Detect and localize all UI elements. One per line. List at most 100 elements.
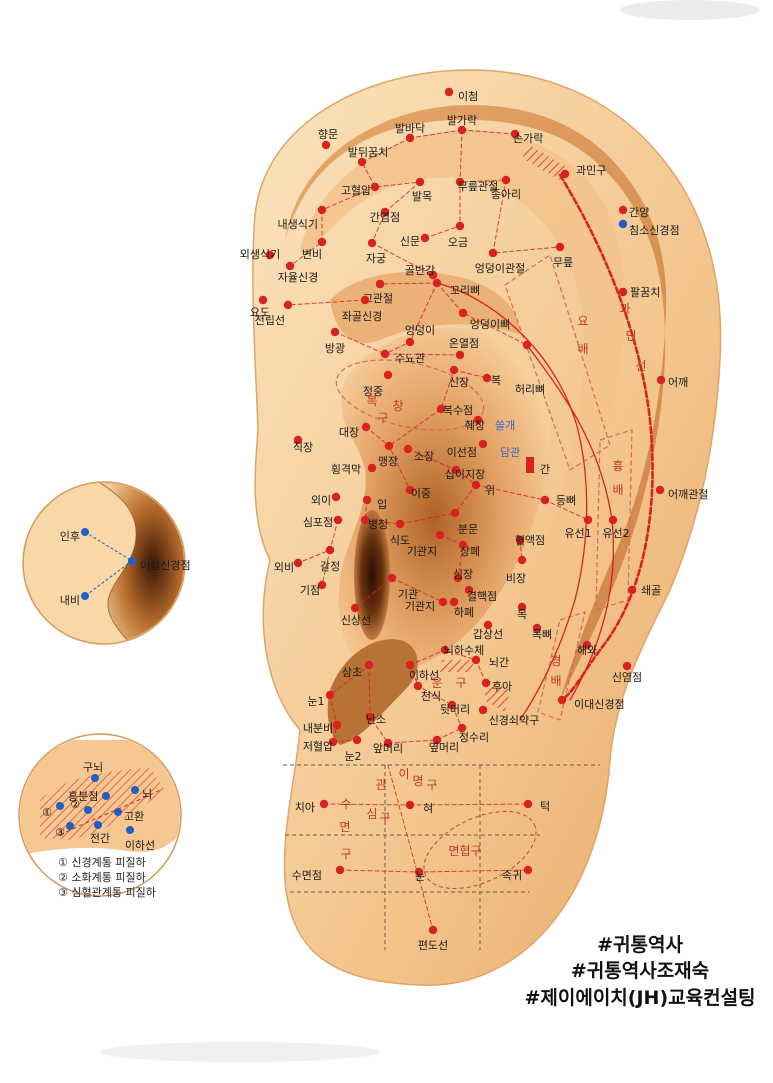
hypersensitive-zone-hatch: [522, 145, 568, 180]
acupoint-marker: [618, 219, 628, 229]
inset-circle-marker: ①: [42, 806, 52, 819]
acupoint-label: 손가락: [513, 132, 543, 145]
spine-line: [436, 282, 588, 721]
acupoint-marker: [317, 205, 327, 215]
meridian-line: [287, 299, 366, 306]
acupoint-label: 침소신경점: [629, 224, 680, 237]
zone-label: 경: [550, 654, 561, 668]
meridian-line: [364, 499, 456, 525]
acupoint-label: 신장: [449, 376, 469, 389]
acupoint-marker: [364, 660, 374, 670]
acupoint-label: 복: [491, 374, 501, 387]
acupoint-label: 치아: [295, 801, 315, 814]
acupoint-label: 쓸개: [495, 419, 515, 432]
acupoint-marker: [627, 585, 637, 595]
inset-point-label: 뇌: [142, 788, 152, 801]
inset-connector: [84, 531, 133, 597]
meridian-line: [329, 664, 370, 743]
zone-label: 면협구: [448, 844, 481, 858]
acupoint-label: 목: [517, 608, 527, 621]
shadow-bottom: [100, 1042, 380, 1062]
inset-point-marker: [131, 786, 139, 794]
hashtag: #귀통역사: [597, 934, 683, 956]
meridian-line: [387, 764, 434, 931]
acupoint-label: 정수리: [459, 731, 489, 744]
hashtag: #제이에이치(JH)교육컨설팅: [524, 987, 755, 1009]
acupoint-marker: [365, 712, 375, 722]
acupoint-marker: [501, 175, 511, 185]
acupoint-marker: [482, 373, 492, 383]
acupoint-label: 신경쇠약구: [489, 713, 540, 727]
meridian-line: [453, 369, 488, 379]
acupoint-marker: [332, 720, 342, 730]
acupoint-marker: [478, 705, 488, 715]
acupoint-marker: [517, 602, 527, 612]
acupoint-marker: [285, 261, 295, 271]
meridian-line: [323, 803, 411, 806]
acupoint-label: 천식: [421, 689, 441, 703]
acupoint-label: 발뒤꿈치: [348, 146, 388, 159]
acupoint-label: 저혈압: [303, 739, 333, 753]
acupoint-marker: [444, 87, 454, 97]
acupoint-marker: [473, 415, 483, 425]
acupoint-label: 비장: [506, 572, 526, 585]
acupoint-marker: [293, 558, 303, 568]
acupoint-marker: [317, 580, 327, 590]
inset-lobe-hatch: [40, 768, 165, 840]
acupoint-label: 고관절: [363, 292, 393, 305]
zone-label: 과: [619, 302, 630, 316]
acupoint-label: 쇄골: [641, 584, 661, 597]
acupoint-marker: [522, 340, 532, 350]
vertigo-zone-hatch: [440, 660, 475, 672]
acupoint-marker: [618, 205, 628, 215]
hashtags: #귀통역사#귀통역사조재숙#제이에이치(JH)교육컨설팅: [524, 934, 755, 1009]
acupoint-label: 분문: [458, 523, 478, 536]
inset-point-label: 흥분점: [68, 789, 98, 803]
acupoint-marker: [455, 177, 465, 187]
acupoint-label: 직장: [293, 441, 313, 454]
acupoint-marker: [331, 492, 341, 502]
inset-point-marker: [102, 792, 110, 800]
acupoint-marker: [455, 350, 465, 360]
zone-label: 구: [377, 411, 388, 425]
acupoint-label: 무릎관절: [458, 180, 498, 193]
inset-point-label: 이하선: [125, 838, 155, 852]
inset-point-marker: [126, 826, 134, 834]
acupoint-marker: [608, 515, 618, 525]
acupoint-label: 수뇨관: [395, 352, 425, 365]
acupoint-label: 난소: [366, 713, 386, 726]
inset-point-label: 이섭신경점: [140, 559, 191, 572]
acupoint-marker: [449, 365, 459, 375]
acupoint-marker: [471, 480, 481, 490]
meridian-line: [436, 282, 528, 346]
inset-legend-note: ② 소화계통 피질하: [58, 870, 146, 884]
inset-lobe-divider: [59, 789, 161, 836]
acupoint-label: 허리뼈: [515, 383, 545, 396]
acupoint-label: 병청: [368, 518, 388, 531]
acupoint-marker: [532, 623, 542, 633]
acupoint-marker: [555, 242, 565, 252]
acupoint-label: 횡격막: [331, 463, 361, 476]
acupoint-label: 엉덩이: [405, 324, 435, 337]
lobe-grid: [283, 764, 600, 950]
zone-label: 수: [340, 797, 351, 811]
acupoint-label: 오금: [448, 236, 468, 249]
acupoint-label: 심장: [453, 568, 473, 581]
acupoint-marker: [265, 250, 275, 260]
acupoint-label: 온열점: [449, 337, 479, 350]
acupoint-label: 팔꿈치: [630, 286, 660, 299]
acupoint-label: 갑상선: [473, 628, 503, 641]
acupoint-marker: [335, 865, 345, 875]
acupoint-label: 간염점: [370, 211, 400, 224]
acupoint-marker: [258, 295, 268, 305]
inset-circle-marker: ③: [55, 826, 65, 839]
acupoint-label: 혀: [423, 802, 433, 815]
acupoint-label: 심포점: [303, 516, 333, 529]
acupoint-label: 담관: [500, 446, 520, 459]
helix-fold: [285, 105, 667, 700]
face-cheek-zone-outline: [423, 810, 537, 890]
inset-point-marker: [94, 821, 102, 829]
inset-point-label: 내비: [60, 594, 80, 607]
